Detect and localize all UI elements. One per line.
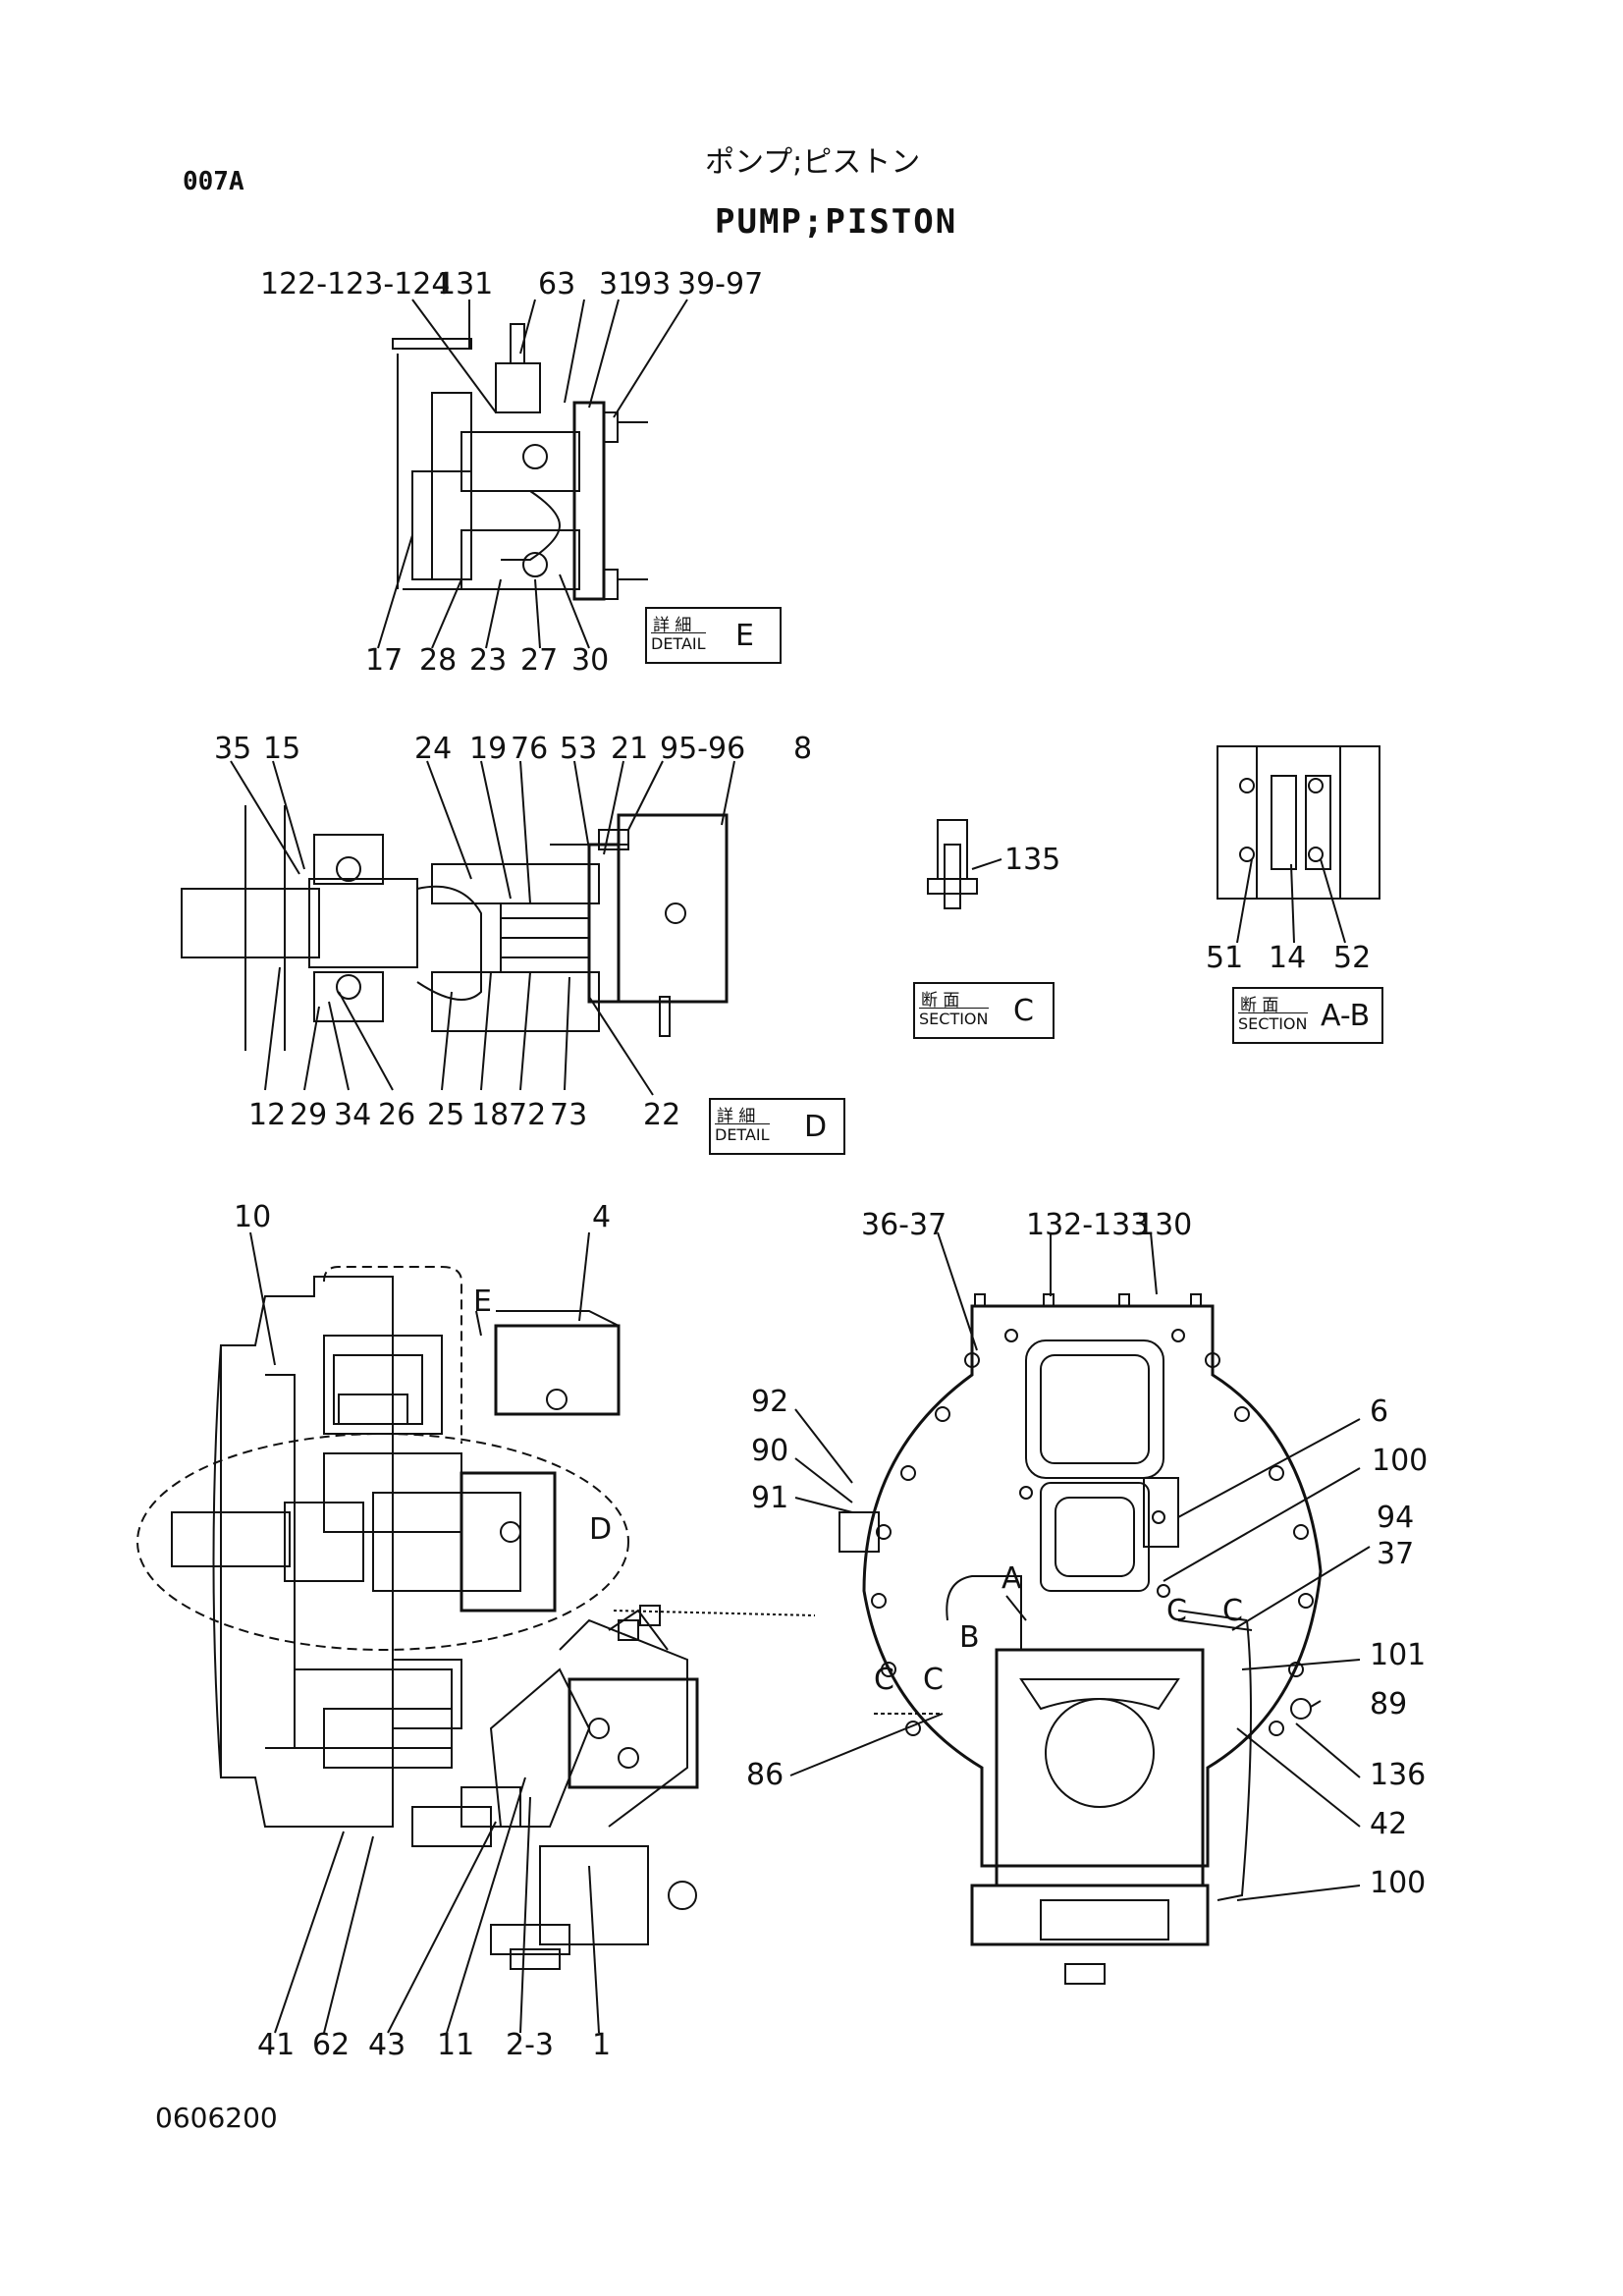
part-label: 14	[1269, 941, 1307, 975]
tag-en: DETAIL	[651, 632, 706, 653]
part-label: 52	[1333, 941, 1372, 975]
part-label: 6	[1370, 1394, 1389, 1429]
part-label: 72	[509, 1098, 547, 1132]
view-marker-d: D	[589, 1512, 613, 1547]
part-label: 100	[1370, 1866, 1427, 1900]
part-label: 132-133	[1026, 1208, 1150, 1242]
part-label: 29	[290, 1098, 328, 1132]
part-label: 15	[263, 732, 301, 766]
part-label: 8	[793, 732, 813, 766]
part-label: 63	[538, 267, 576, 301]
tag-letter: E	[735, 619, 754, 653]
part-label: 17	[365, 643, 404, 678]
tag-letter: A-B	[1321, 999, 1371, 1033]
tag-jp: 断 面	[1240, 996, 1279, 1015]
part-label: 11	[437, 2028, 475, 2062]
part-label: 31	[599, 267, 637, 301]
part-label: 122-123-124	[260, 267, 451, 301]
part-label: 92	[751, 1385, 789, 1419]
part-label: 93	[633, 267, 672, 301]
part-label: 76	[511, 732, 549, 766]
part-label: 42	[1370, 1807, 1408, 1841]
section-marker-c: C	[923, 1663, 944, 1697]
tag-letter: D	[804, 1110, 828, 1144]
part-label: 24	[414, 732, 453, 766]
section-ab-drawing	[1217, 745, 1380, 944]
section-ab-tag: 断 面 SECTION A-B	[1232, 987, 1383, 1044]
part-label: 100	[1372, 1444, 1429, 1478]
part-label: 28	[419, 643, 458, 678]
part-label: 2-3	[506, 2028, 554, 2062]
part-label: 35	[214, 732, 252, 766]
part-label: 94	[1377, 1501, 1415, 1535]
part-label: 136	[1370, 1758, 1427, 1792]
detail-d-drawing	[181, 760, 735, 1096]
part-label: 30	[571, 643, 610, 678]
drawing-number: 0606200	[155, 2102, 278, 2134]
part-label: 27	[520, 643, 559, 678]
part-label: 43	[368, 2028, 406, 2062]
part-label: 86	[746, 1758, 784, 1792]
view-marker-e: E	[473, 1285, 492, 1319]
part-label: 34	[334, 1098, 372, 1132]
part-label: 25	[427, 1098, 465, 1132]
section-marker-c: C	[1222, 1594, 1243, 1628]
part-label: 101	[1370, 1638, 1427, 1672]
section-marker-c: C	[874, 1663, 894, 1697]
title-japanese: ポンプ;ピストン	[705, 145, 921, 180]
tag-en: DETAIL	[715, 1123, 770, 1144]
part-label: 4	[592, 1200, 612, 1234]
part-label: 21	[611, 732, 649, 766]
part-label: 12	[248, 1098, 287, 1132]
section-marker-c: C	[1166, 1594, 1187, 1628]
part-label: 36-37	[861, 1208, 947, 1242]
detail-e-drawing	[377, 299, 688, 649]
tag-en: SECTION	[919, 1008, 989, 1028]
front-view-drawing	[789, 1231, 1371, 1985]
part-label: 135	[1004, 843, 1061, 877]
part-label: 95-96	[660, 732, 746, 766]
part-label: 22	[643, 1098, 681, 1132]
part-label: 91	[751, 1481, 789, 1515]
section-c-tag: 断 面 SECTION C	[913, 982, 1055, 1039]
tag-en: SECTION	[1238, 1012, 1308, 1033]
part-label: 89	[1370, 1687, 1408, 1722]
part-label: 23	[469, 643, 508, 678]
side-view-drawing	[136, 1231, 816, 2034]
section-marker-b: B	[959, 1620, 980, 1655]
part-label: 131	[437, 267, 494, 301]
part-label: 73	[550, 1098, 588, 1132]
drawing-code: 007A	[183, 167, 244, 196]
tag-jp: 詳 細	[653, 616, 692, 635]
detail-d-tag: 詳 細 DETAIL D	[709, 1098, 845, 1155]
section-c-drawing	[927, 819, 1002, 909]
section-marker-a: A	[1001, 1561, 1022, 1596]
tag-letter: C	[1013, 994, 1034, 1028]
part-label: 90	[751, 1434, 789, 1468]
part-label: 53	[560, 732, 598, 766]
part-label: 41	[257, 2028, 296, 2062]
part-label: 26	[378, 1098, 416, 1132]
tag-jp: 断 面	[921, 991, 960, 1011]
title-english: PUMP;PISTON	[715, 202, 958, 242]
part-label: 39-97	[677, 267, 764, 301]
detail-e-tag: 詳 細 DETAIL E	[645, 607, 782, 664]
part-label: 37	[1377, 1537, 1415, 1571]
part-label: 62	[312, 2028, 351, 2062]
tag-jp: 詳 細	[717, 1107, 756, 1126]
part-label: 130	[1136, 1208, 1193, 1242]
part-label: 51	[1206, 941, 1244, 975]
part-label: 18	[471, 1098, 510, 1132]
part-label: 10	[234, 1200, 272, 1234]
part-label: 19	[469, 732, 508, 766]
part-label: 1	[592, 2028, 612, 2062]
